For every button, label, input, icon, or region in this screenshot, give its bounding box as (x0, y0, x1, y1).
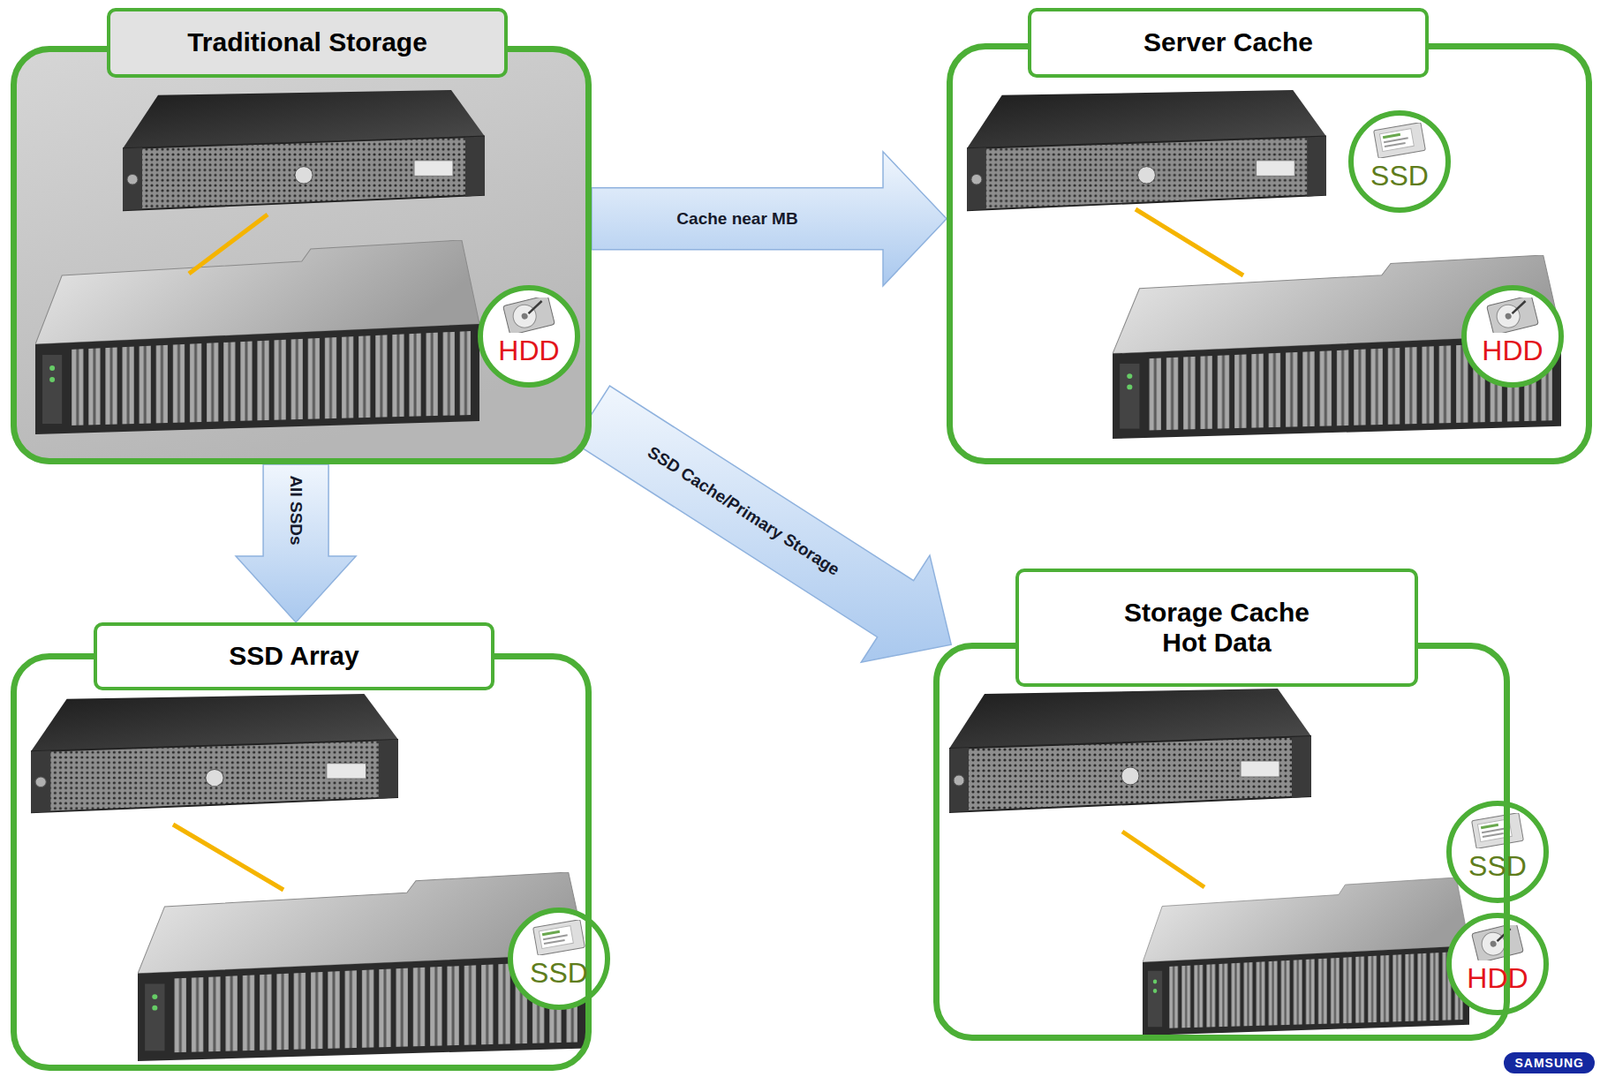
storage-array (1142, 877, 1470, 1036)
disk-badge: SSD (507, 907, 611, 1011)
disk-ground (1351, 113, 1448, 210)
block-arrow (591, 151, 947, 287)
disk-badge: HDD (1446, 913, 1549, 1016)
storage-array (1112, 255, 1562, 439)
title-box: SSD Array (93, 622, 495, 691)
storage-panel: Server CacheSSDHDD (946, 43, 1593, 465)
storage-array (35, 240, 480, 435)
hdd-picture (1471, 922, 1525, 964)
disk-badge: HDD (1461, 285, 1564, 388)
cable (188, 214, 268, 274)
disk-label: SSD (1370, 161, 1429, 190)
disk-badge: SSD (1446, 800, 1549, 904)
disk-label: HDD (1466, 964, 1528, 993)
title-box: Storage Cache Hot Data (1015, 568, 1419, 687)
logo-badge: SAMSUNG (1503, 1052, 1595, 1074)
ssd-picture (1471, 813, 1525, 850)
disk-ground (511, 911, 607, 1007)
arrow-label: All SSDs (286, 475, 306, 545)
arrow-label: SSD Cache/Primary Storage (644, 443, 844, 580)
disk-label: HDD (1481, 336, 1543, 365)
ssd-picture (1373, 122, 1427, 159)
storage-panel: Traditional StorageHDD (10, 45, 592, 465)
disk-ground (1449, 804, 1546, 900)
panel-title: Storage Cache Hot Data (1106, 597, 1328, 659)
server-unit (966, 90, 1327, 211)
hdd-picture (1486, 294, 1540, 336)
disk-badge: SSD (1348, 110, 1451, 213)
panel-title: Server Cache (1143, 27, 1314, 59)
arrow-label-box: Cache near MB (676, 209, 798, 229)
logo-text: SAMSUNG (1514, 1056, 1585, 1071)
disk-ground (1464, 288, 1561, 385)
disk-ground (481, 288, 577, 385)
disk-badge: HDD (477, 285, 581, 388)
arrow-label-box: All SSDs (286, 475, 306, 545)
panel-title: Traditional Storage (187, 27, 428, 59)
panel-title: SSD Array (228, 641, 359, 672)
title-box: Server Cache (1027, 7, 1429, 78)
arrow-label-box: SSD Cache/Primary Storage (643, 443, 843, 581)
block-arrow (235, 464, 356, 623)
server-unit (949, 688, 1312, 813)
disk-label: SSD (1468, 852, 1527, 881)
block-arrow (573, 385, 951, 663)
title-box: Traditional Storage (106, 7, 508, 78)
disk-label: HDD (498, 336, 559, 365)
panel-ground (10, 45, 592, 465)
storage-panel: SSD ArraySSD (10, 653, 592, 1072)
server-unit (122, 90, 485, 211)
ssd-picture (533, 920, 586, 957)
server-unit (30, 694, 399, 813)
disk-label: SSD (529, 958, 589, 988)
disk-ground (1449, 916, 1546, 1012)
arrow-label: Cache near MB (676, 209, 798, 228)
cable (1122, 831, 1205, 888)
cable (173, 824, 284, 891)
cable (1135, 209, 1244, 276)
hdd-picture (503, 294, 556, 336)
storage-panel: Storage Cache Hot DataSSDHDD (933, 642, 1510, 1042)
